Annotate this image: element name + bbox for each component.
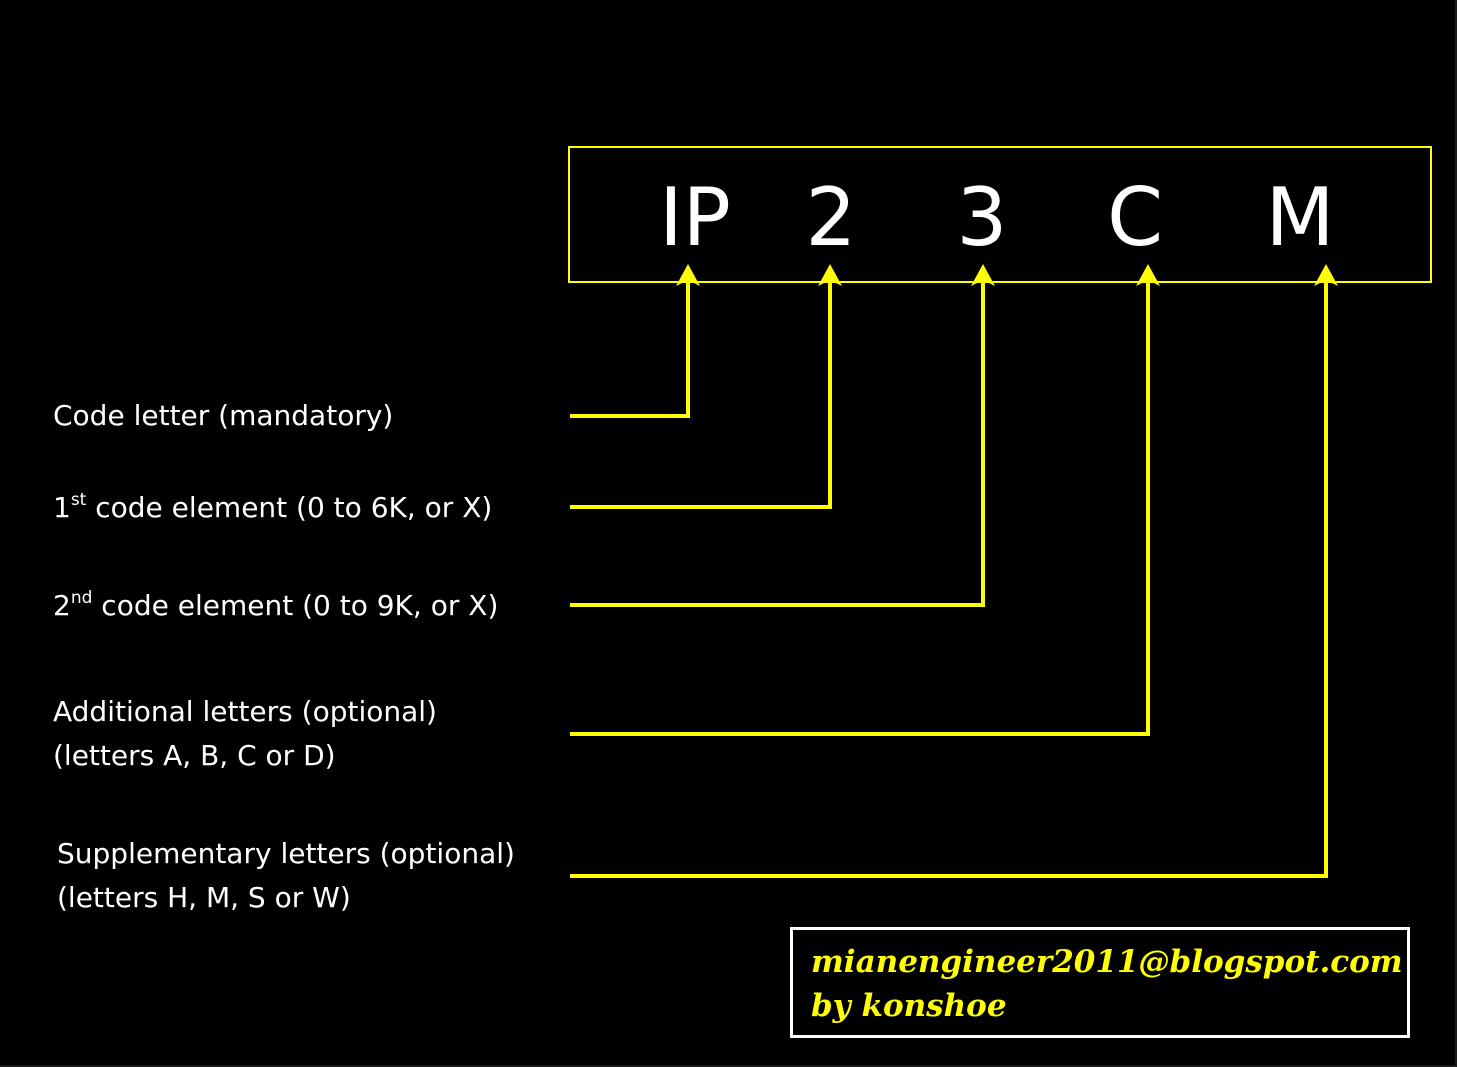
label-first-superscript: st	[70, 490, 87, 510]
arrowhead-first-element	[818, 264, 842, 286]
label-second-code-element: 2nd code element (0 to 9K, or X)	[53, 584, 498, 628]
label-additional-line2: (letters A, B, C or D)	[53, 739, 336, 772]
code-part-supplementary-letter: M	[1265, 171, 1335, 264]
arrowhead-second-element	[971, 264, 995, 286]
ip-code-box	[568, 146, 1432, 283]
label-supplementary-letters: Supplementary letters (optional) (letter…	[57, 832, 515, 920]
label-second-text: code element (0 to 9K, or X)	[92, 589, 499, 622]
arrowhead-code-letter	[676, 264, 700, 286]
code-part-second-digit: 3	[956, 171, 1008, 264]
code-part-ip: IP	[659, 171, 731, 264]
credit-author: by konshoe	[811, 988, 1007, 1024]
connector-second-element	[570, 276, 985, 607]
code-part-additional-letter: C	[1107, 171, 1163, 264]
label-first-code-element: 1st code element (0 to 6K, or X)	[53, 486, 492, 530]
label-first-text: code element (0 to 6K, or X)	[86, 491, 493, 524]
code-part-first-digit: 2	[805, 171, 857, 264]
connector-first-element	[570, 276, 832, 509]
credit-box: mianengineer2011@blogspot.com by konshoe	[790, 927, 1410, 1038]
connector-supplementary-letters	[570, 276, 1328, 878]
connector-additional-letters	[570, 276, 1150, 736]
label-code-letter: Code letter (mandatory)	[53, 399, 394, 432]
label-additional-line1: Additional letters (optional)	[53, 695, 437, 728]
label-supplementary-line1: Supplementary letters (optional)	[57, 837, 515, 870]
label-second-number: 2	[53, 589, 71, 622]
label-additional-letters: Additional letters (optional) (letters A…	[53, 690, 437, 778]
label-first-number: 1	[53, 491, 71, 524]
arrowhead-supplementary-letters	[1314, 264, 1338, 286]
arrowhead-additional-letters	[1136, 264, 1160, 286]
connector-code-letter	[570, 276, 690, 418]
label-second-superscript: nd	[70, 588, 93, 608]
credit-url: mianengineer2011@blogspot.com	[811, 944, 1403, 980]
label-supplementary-line2: (letters H, M, S or W)	[57, 881, 351, 914]
